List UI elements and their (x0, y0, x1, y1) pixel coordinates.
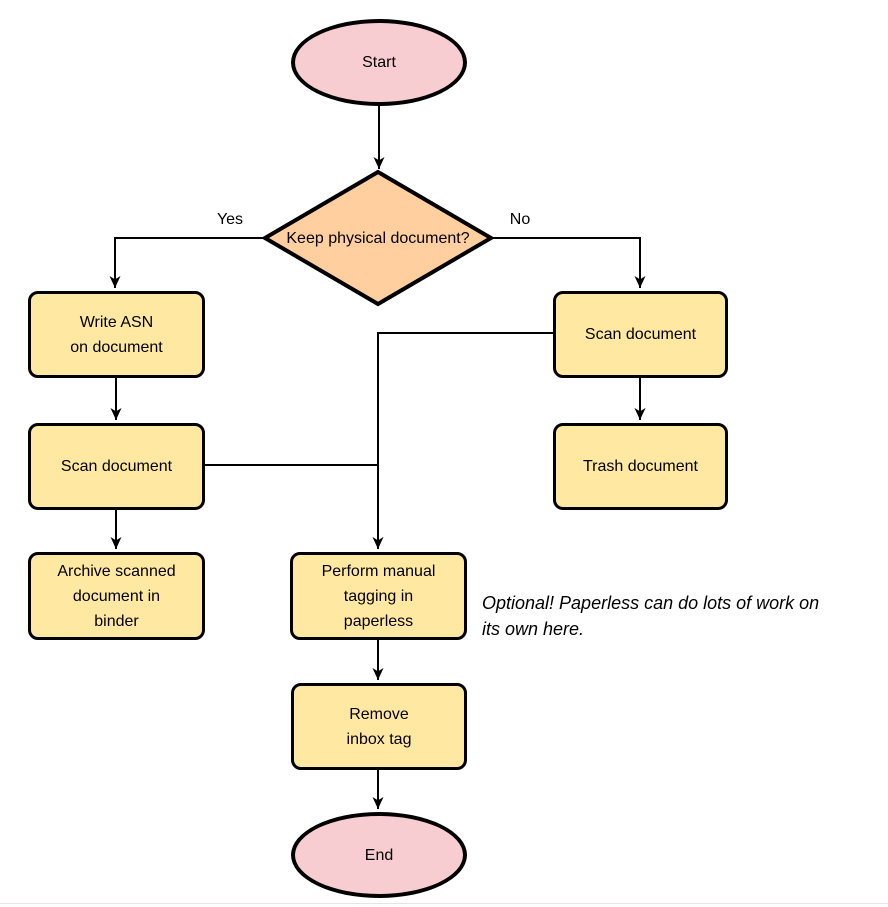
node-manual-tagging-label: Perform manual tagging in paperless (321, 562, 436, 630)
edge-scan-right-to-tagging (372, 332, 553, 549)
node-archive-binder-label: Archive scanned document in binder (57, 562, 176, 630)
node-start: Start (291, 19, 467, 106)
node-write-asn-label: Write ASN on document (70, 313, 163, 356)
node-scan-document-right-label: Scan document (584, 326, 697, 343)
node-start-label: Start (362, 54, 396, 71)
annotation-note: Optional! Paperless can do lots of work … (482, 593, 820, 639)
edge-decision-yes-to-write-asn (109, 237, 265, 288)
node-remove-inbox-tag: Remove inbox tag (291, 683, 467, 770)
node-trash-document-label: Trash document (582, 458, 698, 475)
node-end-label: End (364, 846, 394, 864)
edge-label-no: No (509, 211, 531, 228)
edge-label-yes: Yes (216, 211, 244, 228)
node-manual-tagging: Perform manual tagging in paperless (290, 552, 467, 640)
node-end: End (291, 812, 467, 898)
node-archive-binder: Archive scanned document in binder (28, 552, 205, 640)
node-trash-document: Trash document (553, 423, 728, 510)
bottom-divider (0, 903, 888, 904)
node-write-asn: Write ASN on document (28, 291, 205, 378)
node-scan-document-left: Scan document (28, 423, 205, 510)
node-scan-document-right: Scan document (553, 291, 728, 378)
node-decision-label: Keep physical document? (286, 229, 470, 247)
node-remove-inbox-tag-label: Remove inbox tag (346, 705, 412, 748)
node-scan-document-left-label: Scan document (60, 458, 173, 475)
edge-decision-no-to-scan-right (491, 237, 646, 288)
